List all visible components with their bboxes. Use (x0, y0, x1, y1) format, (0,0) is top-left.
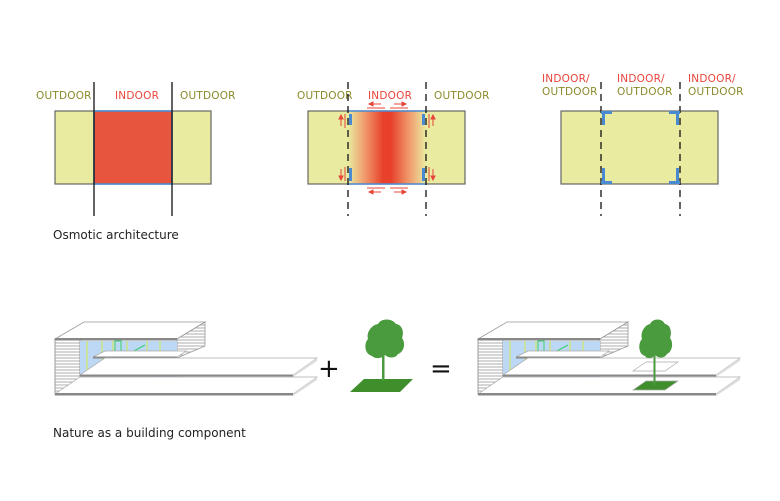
label-indoor: INDOOR (368, 90, 412, 102)
tree-canopy (639, 319, 673, 359)
wall-corner (676, 111, 679, 125)
slab-edge (716, 358, 740, 377)
wall-panel (349, 168, 352, 181)
label-line2: OUTDOOR (542, 86, 598, 98)
tree-trunk (382, 345, 385, 381)
label-outdoor-right: OUTDOOR (180, 90, 236, 102)
wall-corner (601, 181, 612, 184)
ground-slab (478, 393, 716, 396)
label-indoor: INDOOR (115, 90, 159, 102)
label-line1: INDOOR/ (542, 73, 590, 85)
roof-slab (478, 338, 600, 341)
wall-panel (422, 168, 425, 181)
wall-corner (602, 111, 605, 125)
tree-on-ground-icon (350, 319, 413, 392)
floor-slab (516, 356, 600, 359)
diagram-dissolved-boundary: INDOOR/ OUTDOOR INDOOR/ OUTDOOR INDOOR/ … (542, 73, 744, 216)
label-line2: OUTDOOR (617, 86, 673, 98)
indoor-gradient-zone (348, 111, 426, 184)
tree-trunk (653, 345, 656, 385)
diagram-solid-boundary: OUTDOOR INDOOR OUTDOOR (36, 82, 236, 216)
arrowhead (338, 113, 344, 120)
label-outdoor-left: OUTDOOR (297, 90, 353, 102)
terrace-slab (80, 374, 293, 377)
caption-nature-building-component: Nature as a building component (53, 426, 246, 440)
wall-corner (669, 181, 680, 184)
label-line1: INDOOR/ (617, 73, 665, 85)
label-outdoor-left: OUTDOOR (36, 90, 92, 102)
arrowhead (430, 175, 436, 182)
label-line1: INDOOR/ (688, 73, 736, 85)
wall-corner (669, 111, 680, 114)
label-line2: OUTDOOR (688, 86, 744, 98)
equals-sign: = (430, 354, 452, 384)
wall-corner (601, 111, 612, 114)
terrace-slab (503, 374, 716, 377)
ground-slab-top (53, 376, 319, 395)
ground-slab (55, 393, 293, 396)
floor-slab (93, 356, 177, 359)
roof-slab (55, 338, 177, 341)
plus-sign: + (318, 354, 340, 384)
arrowhead (367, 101, 374, 107)
building-section-right (476, 319, 742, 396)
ground-patch (350, 379, 413, 392)
arrowhead (338, 175, 344, 182)
slab-edge (716, 377, 740, 396)
wall-corner (602, 168, 605, 182)
arrowhead (367, 189, 374, 195)
wall-panel (422, 114, 425, 125)
tree-canopy (365, 319, 405, 359)
floor-slab-top (515, 350, 611, 358)
ground-slab-top (476, 376, 742, 395)
unified-zone (560, 110, 719, 185)
terrace-slab-top (501, 357, 742, 376)
arrowhead (401, 101, 408, 107)
indoor-zone (93, 110, 173, 185)
building-section-left (53, 321, 319, 396)
airflow-arrows (338, 101, 436, 195)
arrowhead (430, 113, 436, 120)
slab-edge (293, 358, 317, 377)
terrace-slab-top (78, 357, 319, 376)
caption-osmotic-architecture: Osmotic architecture (53, 228, 179, 242)
label-outdoor-right: OUTDOOR (434, 90, 490, 102)
diagram-permeable-boundary: OUTDOOR INDOOR OUTDOOR (297, 82, 490, 216)
wall-corner (676, 168, 679, 182)
arrowhead (401, 189, 408, 195)
courtyard-ground (631, 380, 680, 391)
slab-edge (293, 377, 317, 396)
floor-slab-top (92, 350, 188, 358)
wall-panel (349, 114, 352, 125)
corner-walls (601, 111, 680, 184)
